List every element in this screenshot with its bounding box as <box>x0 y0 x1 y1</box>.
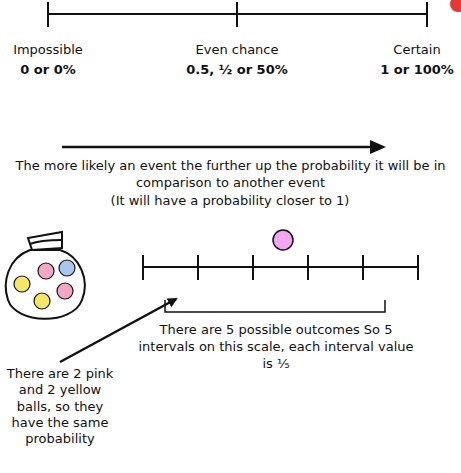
corner-dot <box>450 0 461 12</box>
scale-label: Even chance <box>177 42 297 59</box>
probability-scale <box>48 2 427 27</box>
explanation-note: The more likely an event the further up … <box>6 158 455 192</box>
scale-label: Certain <box>378 42 456 59</box>
balls <box>14 260 75 309</box>
pink-ball <box>273 230 293 250</box>
arrow-head <box>370 140 386 154</box>
explanation-note: (It will have a probability closer to 1) <box>60 193 400 210</box>
scale-value: 0 or 0% <box>8 62 88 79</box>
likelihood-arrow <box>62 146 372 149</box>
ball-bag <box>6 232 85 319</box>
callout-note: There are 2 pink and 2 yellow balls, so … <box>3 366 117 447</box>
callout-note: There are 5 possible outcomes So 5 inter… <box>135 322 417 373</box>
scale-value: 0.5, ½ or 50% <box>167 62 307 79</box>
bracket <box>165 300 385 312</box>
scale-value: 1 or 100% <box>378 62 456 79</box>
interval-scale <box>143 255 418 280</box>
scale-label: Impossible <box>8 42 88 59</box>
